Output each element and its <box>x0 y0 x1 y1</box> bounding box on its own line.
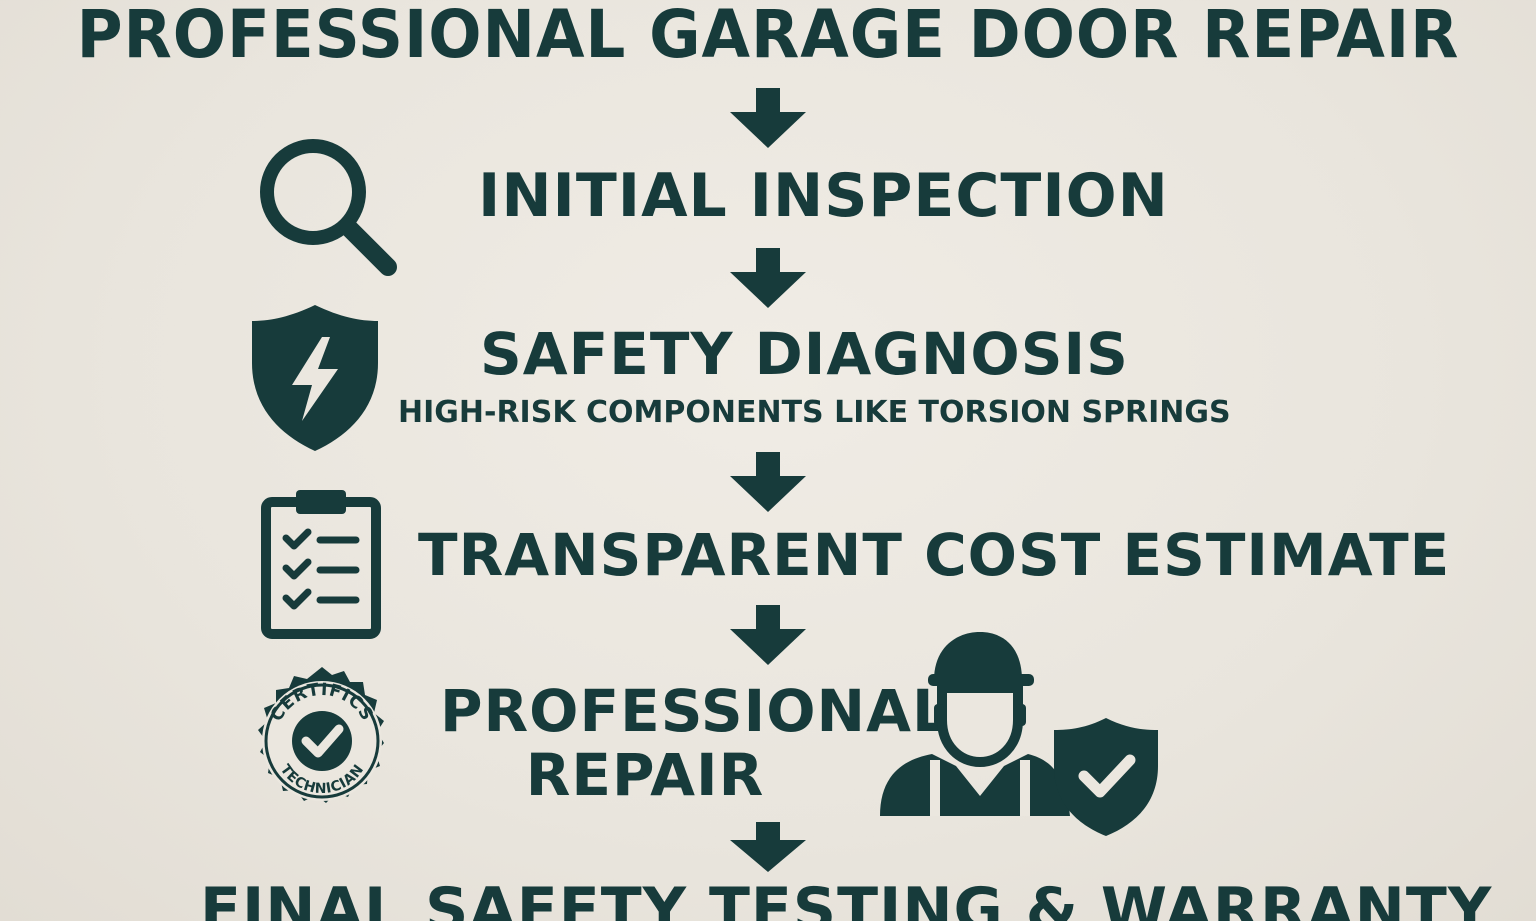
step-safety-diagnosis-subtitle: HIGH-RISK COMPONENTS LIKE TORSION SPRING… <box>398 395 1231 430</box>
technician-icon <box>880 632 1070 816</box>
arrow-down-icon <box>730 452 806 512</box>
step-professional-repair-line2: REPAIR <box>525 741 765 809</box>
step-transparent-cost-estimate: TRANSPARENT COST ESTIMATE <box>418 521 1451 589</box>
step-final-safety-testing-warranty: FINAL SAFETY TESTING & WARRANTY <box>200 875 1493 921</box>
clipboard-checklist-icon <box>261 490 381 639</box>
shield-check-icon <box>1054 718 1158 836</box>
diagram-title: PROFESSIONAL GARAGE DOOR REPAIR <box>76 0 1460 73</box>
shield-lightning-icon <box>252 305 378 451</box>
certified-badge-icon: CERTIFICS TECHNICIAN <box>258 667 384 803</box>
arrow-down-icon <box>730 605 806 665</box>
step-professional-repair-line1: PROFESSIONAL <box>440 677 950 745</box>
step-safety-diagnosis: SAFETY DIAGNOSIS <box>480 320 1129 388</box>
step-initial-inspection: INITIAL INSPECTION <box>478 161 1169 231</box>
arrow-down-icon <box>730 88 806 148</box>
magnifying-glass-icon <box>260 139 397 276</box>
arrow-down-icon <box>730 248 806 308</box>
arrow-down-icon <box>730 822 806 872</box>
